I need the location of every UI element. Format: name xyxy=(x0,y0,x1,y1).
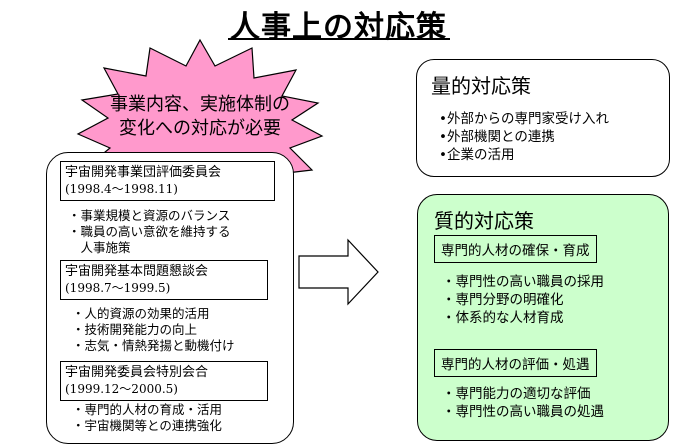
list-item: ・専門的人材の育成・活用 xyxy=(72,402,223,417)
list-item: ・宇宙機関等との連携強化 xyxy=(72,418,222,433)
qualitative-list-1: ・専門性の高い職員の採用 ・専門分野の明確化 ・体系的な人材育成 xyxy=(442,273,604,327)
committee-period: (1998.4〜1998.11) xyxy=(65,182,178,196)
quantitative-box: 量的対応策 •外部からの専門家受け入れ •外部機関との連携 •企業の活用 xyxy=(416,59,670,177)
list-item: ・体系的な人材育成 xyxy=(442,310,564,326)
committee-period: (1999.12〜2000.5) xyxy=(65,382,178,396)
burst-text: 事業内容、実施体制の 変化への対応が必要 xyxy=(75,93,325,141)
qualitative-group-title-2: 専門的人材の評価・処遇 xyxy=(434,349,597,377)
right-arrow-icon xyxy=(298,238,379,306)
committee-points-2: ・人的資源の効果的活用 ・技術開発能力の向上 ・志気・情熱発揚と動機付け xyxy=(72,306,235,354)
list-item: ・専門性の高い職員の採用 xyxy=(442,274,604,290)
list-item: ・事業規模と資源のバランス xyxy=(68,208,231,223)
qualitative-box: 質的対応策 専門的人材の確保・育成 ・専門性の高い職員の採用 ・専門分野の明確化… xyxy=(417,194,669,441)
committee-period: (1998.7〜1999.5) xyxy=(65,281,171,295)
list-item: ・専門分野の明確化 xyxy=(442,292,564,308)
list-item: •企業の活用 xyxy=(439,147,515,163)
list-item: ・職員の高い意欲を維持する xyxy=(68,224,231,239)
burst-line-1: 事業内容、実施体制の xyxy=(110,94,290,115)
list-item: •外部機関との連携 xyxy=(439,129,555,145)
qualitative-group-title-1: 専門的人材の確保・育成 xyxy=(434,235,597,263)
committee-box-2: 宇宙開発基本問題懇談会 (1998.7〜1999.5) xyxy=(60,260,268,300)
committee-box-1: 宇宙開発事業団評価委員会 (1998.4〜1998.11) xyxy=(60,161,275,201)
list-item: ・志気・情熱発揚と動機付け xyxy=(72,338,235,353)
quantitative-list: •外部からの専門家受け入れ •外部機関との連携 •企業の活用 xyxy=(439,110,609,164)
committee-name: 宇宙開発委員会特別会合 xyxy=(65,365,209,380)
list-item: ・専門能力の適切な評価 xyxy=(442,386,591,402)
list-item: ・専門性の高い職員の処遇 xyxy=(442,404,604,420)
list-item: •外部からの専門家受け入れ xyxy=(439,111,609,127)
qualitative-heading: 質的対応策 xyxy=(434,209,534,233)
committee-box-3: 宇宙開発委員会特別会合 (1999.12〜2000.5) xyxy=(60,361,268,401)
list-item: ・技術開発能力の向上 xyxy=(72,322,198,337)
title-underline xyxy=(228,38,450,40)
list-item: ・人的資源の効果的活用 xyxy=(72,306,210,321)
quantitative-heading: 量的対応策 xyxy=(431,74,531,98)
committee-name: 宇宙開発事業団評価委員会 xyxy=(65,165,222,180)
committee-points-3: ・専門的人材の育成・活用 ・宇宙機関等との連携強化 xyxy=(72,402,222,434)
committee-points-1: ・事業規模と資源のバランス ・職員の高い意欲を維持する 人事施策 xyxy=(68,208,231,256)
qualitative-list-2: ・専門能力の適切な評価 ・専門性の高い職員の処遇 xyxy=(442,385,604,421)
list-item: 人事施策 xyxy=(68,240,131,255)
burst-line-2: 変化への対応が必要 xyxy=(119,118,281,139)
committee-name: 宇宙開発基本問題懇談会 xyxy=(65,264,209,279)
